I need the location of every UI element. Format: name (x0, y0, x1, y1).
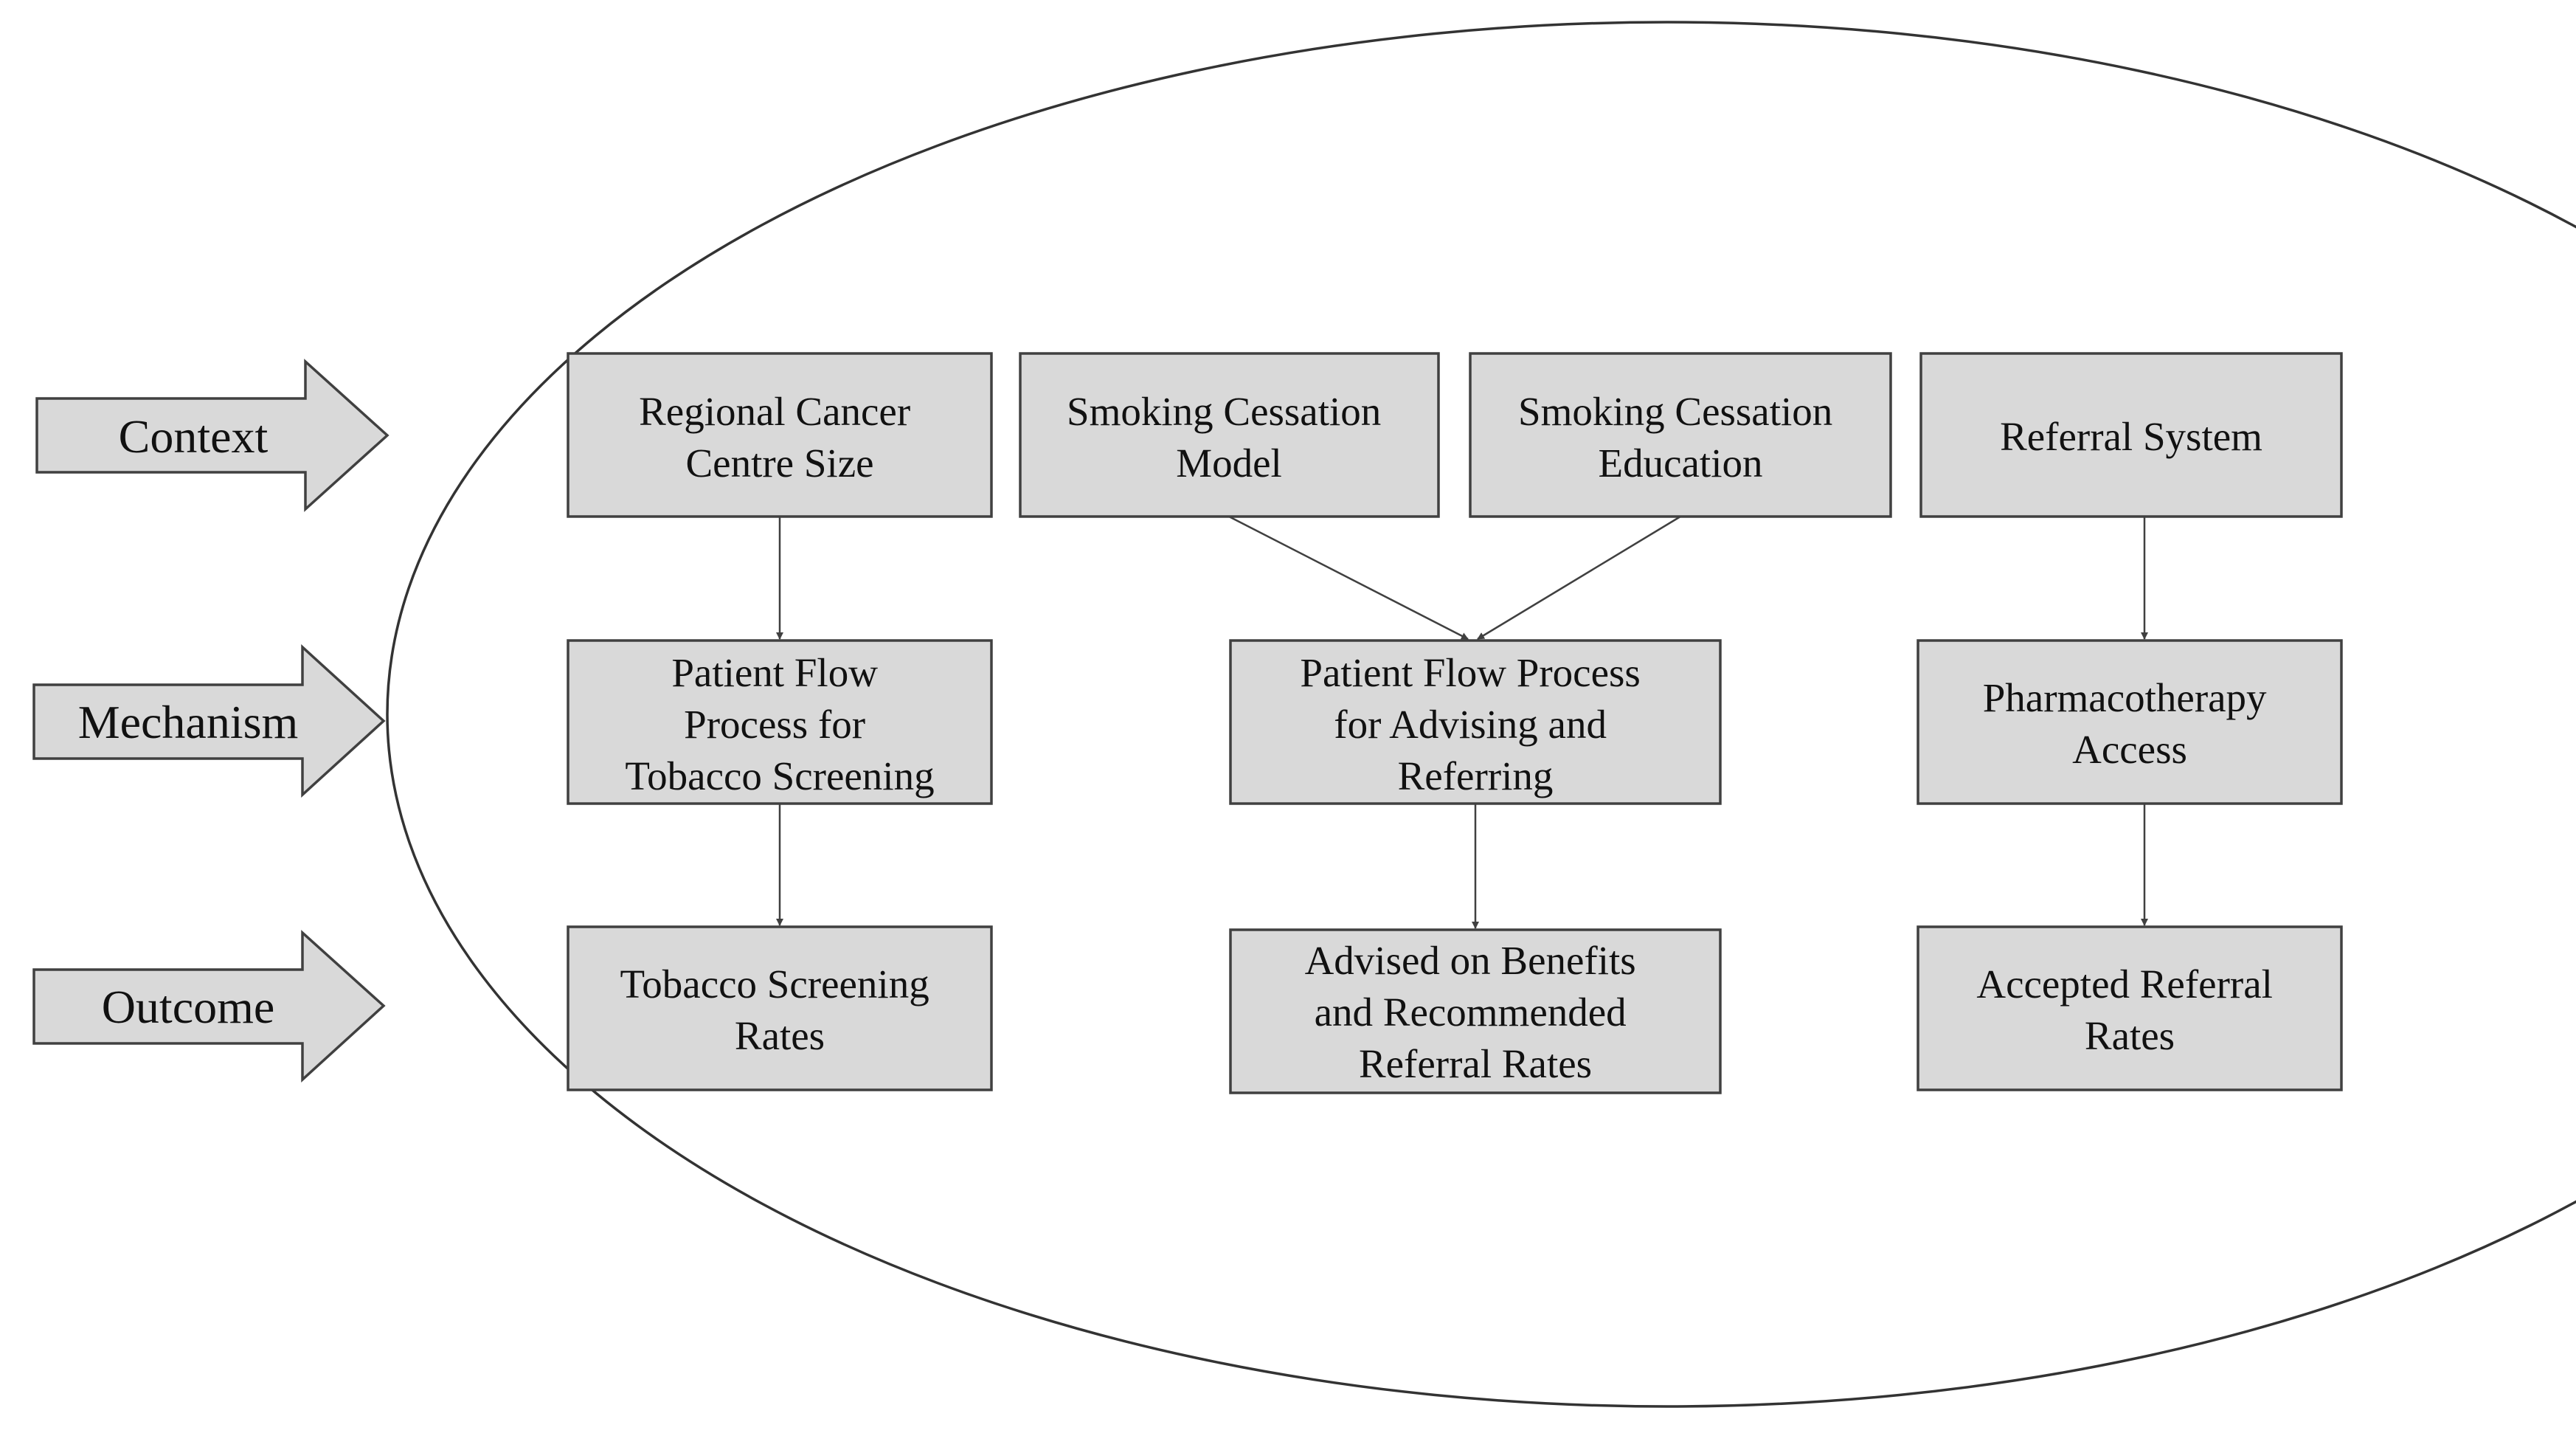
svg-text:Smoking Cessation Educat: Smoking Cessation Education (1518, 389, 1843, 486)
node-label-line: Referring (1398, 753, 1554, 798)
node-regional-cancer-centre-size: Regional Cancer Centre Size (567, 352, 993, 518)
svg-text:Regional Cancer Centre S: Regional Cancer Centre Size (639, 389, 921, 486)
node-label-line: Centre Size (685, 441, 873, 486)
svg-text:Accepted Referral Rates: Accepted Referral Rates (1976, 962, 2282, 1058)
node-label-line: Accepted Referral (1976, 962, 2273, 1007)
node-label-line: Referral System (2000, 414, 2262, 459)
node-label-line: Process for (684, 702, 865, 747)
svg-text:Smoking Cessation Model: Smoking Cessation Model (1067, 389, 1391, 486)
connectors (776, 515, 2148, 929)
node-label-line: and Recommended (1315, 990, 1627, 1035)
node-label-line: Model (1176, 441, 1282, 486)
node-label-line: for Advising and (1334, 702, 1607, 747)
node-advised-referral-rates: Advised on Benefits and Recommended Refe… (1229, 928, 1722, 1094)
node-label-line: Tobacco Screening (620, 962, 929, 1007)
node-label-line: Smoking Cessation (1067, 389, 1381, 434)
outcome-stage-label: Outcome (102, 981, 275, 1033)
mechanism-stage-label: Mechanism (78, 696, 299, 748)
node-label-line: Regional Cancer (639, 389, 910, 434)
svg-text:Tobacco Screening Rates: Tobacco Screening Rates (620, 962, 940, 1058)
svg-text:Advised on Benefits and: Advised on Benefits and Recommended Refe… (1305, 938, 1647, 1086)
node-label-line: Referral Rates (1359, 1041, 1592, 1086)
context-stage-label: Context (119, 410, 269, 463)
node-label-line: Rates (735, 1013, 825, 1058)
node-label-line: Patient Flow (671, 650, 878, 695)
outcome-stage-arrow: Outcome (32, 930, 386, 1083)
node-label-line: Smoking Cessation (1518, 389, 1832, 434)
node-label-line: Advised on Benefits (1305, 938, 1636, 983)
node-smoking-cessation-model: Smoking Cessation Model (1019, 352, 1440, 518)
node-patient-flow-screening: Patient Flow Process for Tobacco Screeni… (567, 639, 993, 805)
edge-cessation-model-to-advising-process (1228, 515, 1469, 641)
node-pharmacotherapy-access: Pharmacotherapy Access (1917, 639, 2343, 805)
context-stage-arrow: Context (35, 359, 389, 512)
node-label-line: Access (2072, 727, 2187, 772)
node-referral-system: Referral System (1919, 352, 2343, 518)
node-label-line: Rates (2085, 1013, 2175, 1058)
mechanism-stage-arrow: Mechanism (32, 644, 386, 798)
node-label-line: Education (1599, 441, 1763, 486)
node-patient-flow-advising: Patient Flow Process for Advising and Re… (1229, 639, 1722, 805)
node-accepted-referral-rates: Accepted Referral Rates (1917, 925, 2343, 1091)
svg-text:Pharmacotherapy Access: Pharmacotherapy Access (1983, 675, 2277, 772)
svg-text:Patient Flow Process for: Patient Flow Process for Tobacco Screeni… (625, 650, 934, 798)
edge-cessation-education-to-advising-process (1477, 515, 1681, 641)
context-ellipse (386, 21, 2576, 1408)
node-label-line: Tobacco Screening (625, 753, 934, 798)
node-tobacco-screening-rates: Tobacco Screening Rates (567, 925, 993, 1091)
svg-text:Patient Flow Process for: Patient Flow Process for Advising and Re… (1300, 650, 1650, 798)
node-smoking-cessation-education: Smoking Cessation Education (1469, 352, 1892, 518)
node-label-line: Pharmacotherapy (1983, 675, 2267, 720)
node-label-line: Patient Flow Process (1300, 650, 1640, 695)
svg-text:Referral System: Referral System (2000, 414, 2262, 459)
